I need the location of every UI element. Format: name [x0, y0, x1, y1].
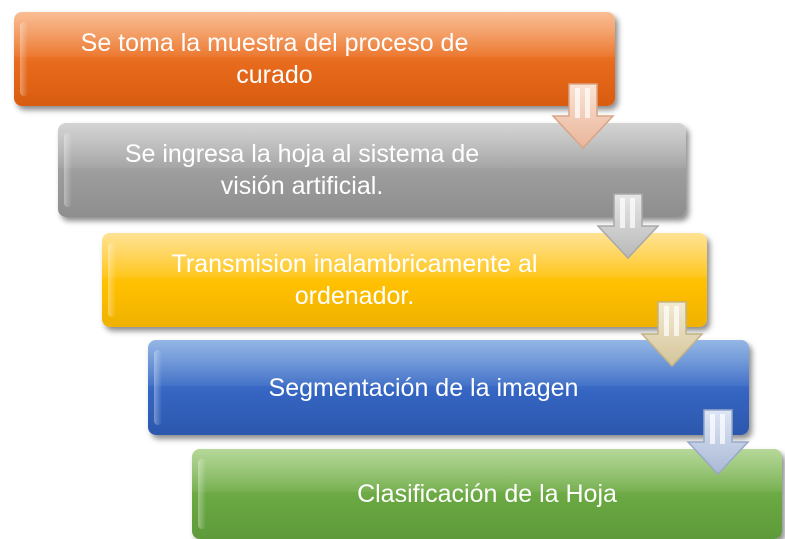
step-2-label: Se ingresa la hoja al sistema de visión …: [124, 140, 480, 200]
step-1-box: Se toma la muestra del proceso de curado: [14, 12, 615, 106]
step-3-box: Transmision inalambricamente al ordenado…: [102, 233, 707, 327]
down-arrow-icon: [640, 301, 704, 368]
step-4-label: Segmentación de la imagen: [268, 373, 579, 402]
down-arrow-icon: [686, 409, 750, 476]
step-5-label: Clasificación de la Hoja: [357, 480, 617, 508]
step-1-label: Se toma la muestra del proceso de curado: [80, 29, 469, 89]
step-4-box: Segmentación de la imagen: [148, 340, 749, 435]
down-arrow-icon: [596, 193, 660, 260]
down-arrow-icon: [551, 83, 615, 150]
step-5-box: Clasificación de la Hoja: [192, 449, 782, 539]
step-3-label: Transmision inalambricamente al ordenado…: [171, 250, 538, 310]
